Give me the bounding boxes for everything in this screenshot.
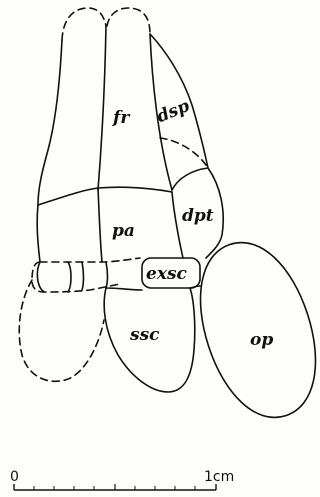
label-lateral-extrascapular: exsc	[146, 264, 188, 284]
extrascapular-row-top-dashed	[40, 258, 140, 262]
label-frontal: fr	[112, 108, 130, 128]
left-frontal-top-dashed	[62, 8, 106, 40]
label-dermosphenotic: dsp	[154, 96, 193, 127]
scale-bar: 0 1cm	[10, 469, 234, 490]
extrascapular-divider	[82, 262, 108, 290]
parietal-midline	[98, 188, 102, 262]
left-frontal-outline	[38, 40, 62, 205]
parietal-left-edge	[37, 205, 40, 262]
frontal-parietal-suture	[38, 187, 172, 205]
label-parietal: pa	[112, 221, 135, 241]
extrascapular-left-block	[37, 262, 71, 292]
scale-end-label: 1cm	[204, 469, 234, 485]
label-dermopterotic: dpt	[182, 206, 214, 226]
frontal-bones	[38, 8, 172, 205]
dermosphenotic-dashed-edge	[160, 138, 208, 168]
frontal-midline	[98, 26, 106, 190]
left-lobe-dashed	[19, 280, 104, 381]
scale-start-label: 0	[10, 469, 19, 485]
label-opercular: op	[250, 330, 273, 350]
right-frontal-top-dashed	[107, 8, 150, 34]
label-supracleithrum: ssc	[129, 325, 160, 345]
